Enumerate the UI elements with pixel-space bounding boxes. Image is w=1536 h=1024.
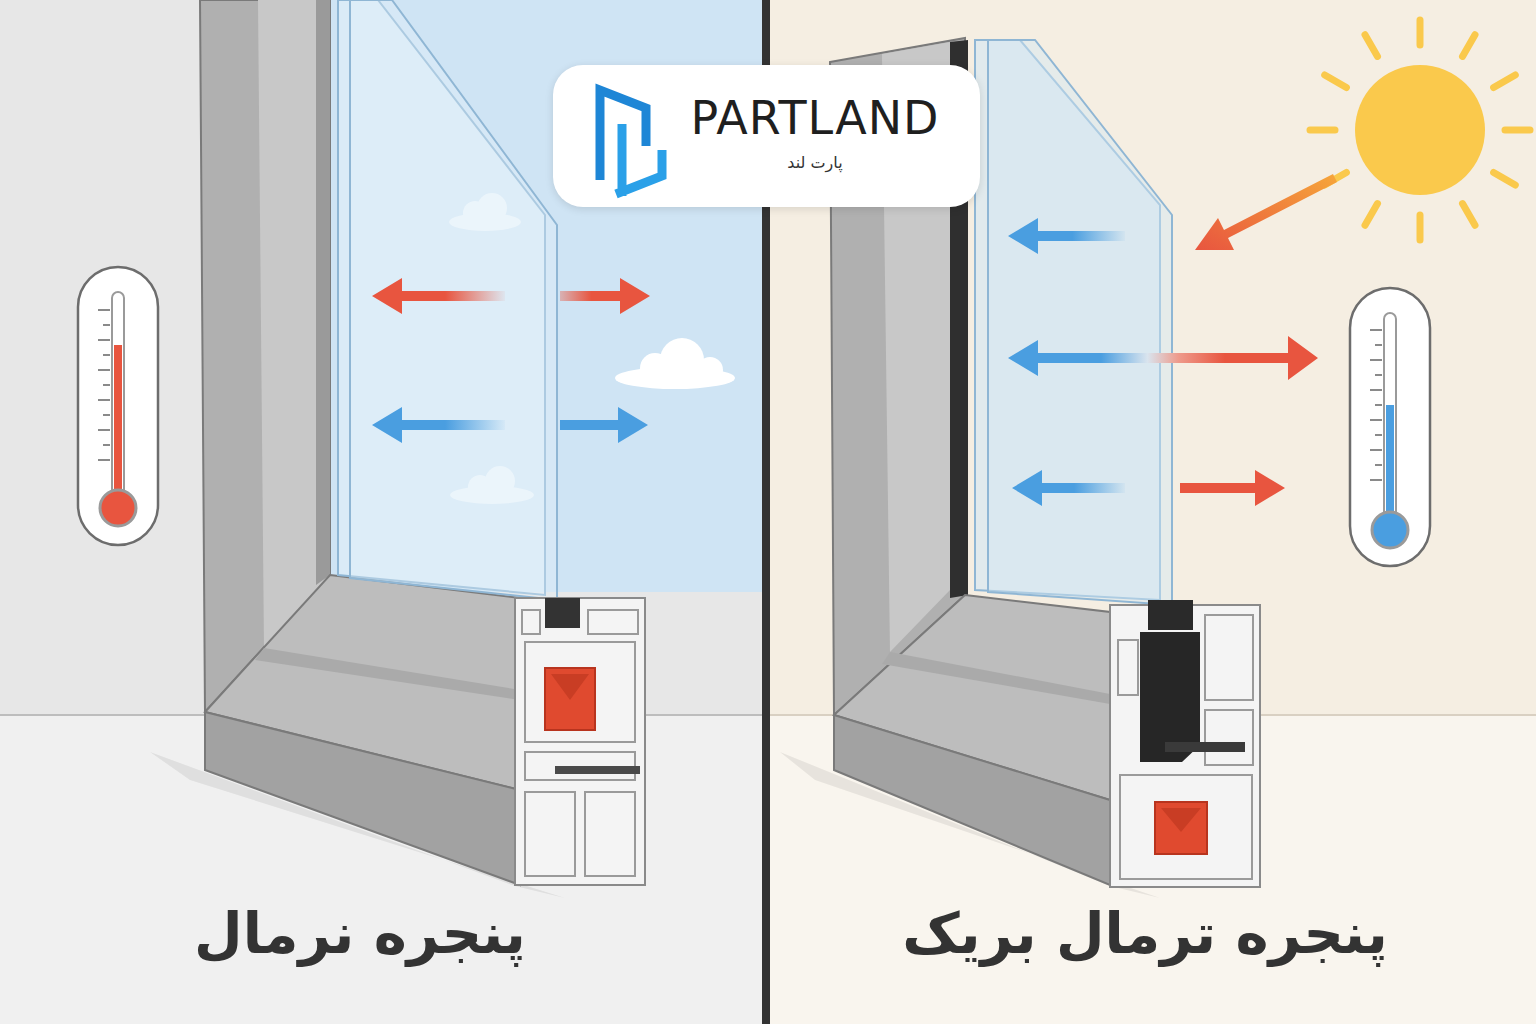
logo-wordmark: PARTLAND [665,91,965,146]
logo-box: PARTLAND پارت لند [553,65,980,207]
window-caption: پنجره نرمال [110,898,610,971]
window-caption: پنجره ترمال بریک [875,898,1415,971]
logo-wordmark: پارت لند [665,153,965,172]
